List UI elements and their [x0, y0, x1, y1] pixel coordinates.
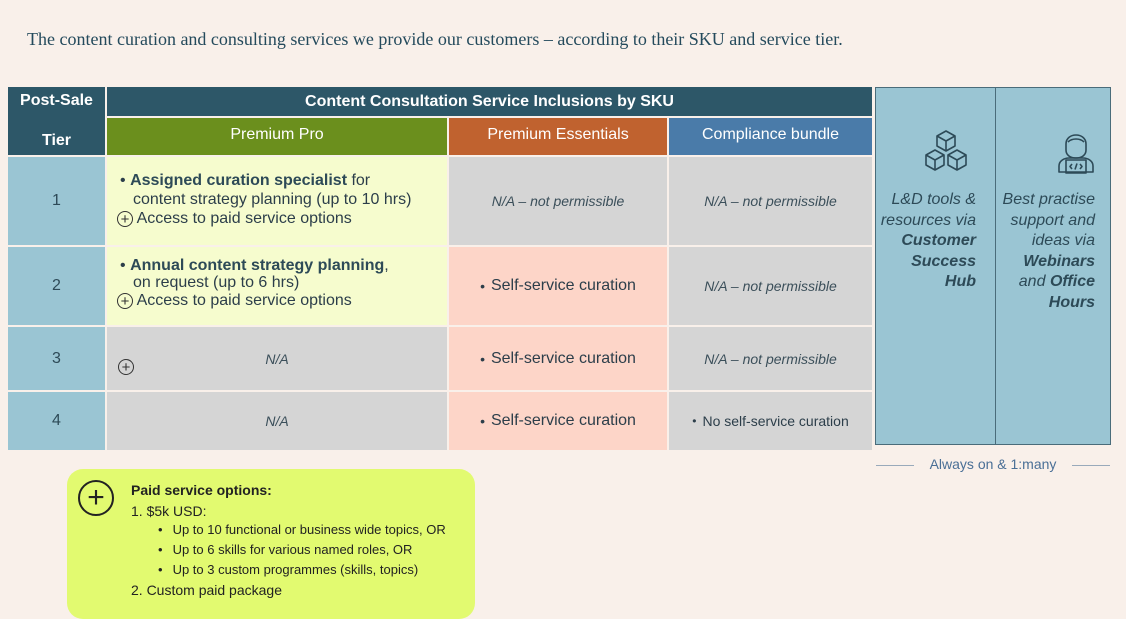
plus-circle-icon: +: [78, 480, 114, 516]
bullet: •: [480, 278, 485, 294]
intro-text: The content curation and consulting serv…: [27, 29, 843, 49]
row3-premium-essentials: • Self-service curation: [449, 327, 667, 390]
always-on-text: Always on & 1:many: [929, 456, 1057, 472]
side-right-bold2: Office Hours: [1048, 273, 1095, 311]
side-panel-webinars: Best practise support and ideas via Webi…: [995, 87, 1111, 445]
row2-pp-access-text: Access to paid service options: [136, 292, 352, 309]
list-item: Up to 10 functional or business wide top…: [158, 520, 446, 540]
row1-pp-bold: Assigned curation specialist: [130, 172, 348, 189]
row4-cb-text: No self-service curation: [702, 413, 849, 429]
row2-pp-access: + Access to paid service options: [117, 291, 445, 310]
bullet: •: [480, 413, 485, 429]
paid-options-item1: 1. $5k USD:: [131, 503, 207, 519]
tier-cell-4: 4: [8, 392, 105, 450]
plus-circle-icon: +: [118, 359, 134, 375]
side-left-text: L&D tools & resources via Customer Succe…: [878, 190, 976, 293]
row1-pp-access-text: Access to paid service options: [136, 210, 352, 227]
side-left-bold: Customer Success Hub: [901, 232, 976, 290]
row2-compliance: N/A – not permissible: [669, 247, 872, 325]
row3-pe-text: Self-service curation: [490, 349, 636, 367]
row2-pp-rest: ,: [384, 257, 389, 274]
row2-pp-bold: Annual content strategy planning: [130, 257, 385, 274]
tier-cell-1: 1: [8, 157, 105, 245]
bullet: •: [120, 172, 126, 189]
divider: [876, 465, 914, 466]
cubes-icon: [925, 130, 967, 171]
paid-options-sublist: Up to 10 functional or business wide top…: [158, 520, 446, 580]
sku-header-premium-essentials: Premium Essentials: [449, 118, 667, 155]
sku-header-compliance-bundle: Compliance bundle: [669, 118, 872, 155]
row1-premium-pro: • Assigned curation specialist for conte…: [107, 157, 447, 245]
row4-premium-essentials: • Self-service curation: [449, 392, 667, 450]
tier-cell-2: 2: [8, 247, 105, 325]
tier-cell-3: 3: [8, 327, 105, 390]
row3-compliance: N/A – not permissible: [669, 327, 872, 390]
sku-header-premium-pro: Premium Pro: [107, 118, 447, 155]
bullet: •: [120, 257, 126, 274]
plus-circle-icon: +: [117, 210, 133, 227]
row2-premium-essentials: • Self-service curation: [449, 247, 667, 325]
row1-pp-line1: • Assigned curation specialist for: [120, 171, 445, 190]
row4-premium-pro: N/A: [107, 392, 447, 450]
side-left-italic: L&D tools & resources via: [880, 191, 976, 229]
row2-premium-pro-text: • Annual content strategy planning, on r…: [117, 256, 445, 310]
row4-pe-text: Self-service curation: [490, 412, 636, 429]
row1-pp-rest: for: [347, 172, 371, 189]
side-right-mid: and: [1018, 273, 1046, 290]
row1-premium-pro-text: • Assigned curation specialist for conte…: [117, 171, 445, 228]
row3-premium-pro: + N/A: [107, 327, 447, 390]
bullet: •: [692, 414, 697, 428]
side-right-text: Best practise support and ideas via Webi…: [998, 190, 1095, 313]
row2-pe-text: Self-service curation: [490, 277, 636, 294]
row2-pp-line1: • Annual content strategy planning,: [120, 256, 445, 275]
row3-pp-text: N/A: [265, 350, 289, 367]
row1-pp-line2: content strategy planning (up to 10 hrs): [133, 191, 412, 208]
row2-pp-line2: on request (up to 6 hrs): [133, 274, 300, 291]
paid-options-item2: 2. Custom paid package: [131, 582, 282, 598]
row1-pp-access: + Access to paid service options: [117, 209, 445, 228]
side-right-italic: Best practise support and ideas via: [1002, 191, 1095, 249]
bullet: •: [480, 350, 485, 367]
paid-service-options: + Paid service options: 1. $5k USD: Up t…: [67, 469, 475, 619]
list-item: Up to 3 custom programmes (skills, topic…: [158, 560, 446, 580]
list-item: Up to 6 skills for various named roles, …: [158, 540, 446, 560]
side-right-bold1: Webinars: [1023, 252, 1095, 270]
row2-premium-pro: • Annual content strategy planning, on r…: [107, 247, 447, 325]
paid-options-title: Paid service options:: [131, 482, 272, 498]
plus-circle-icon: +: [117, 292, 133, 309]
developer-person-icon: [1058, 134, 1094, 174]
tier-header: Post-Sale Tier: [8, 87, 105, 155]
tier-header-line1: Post-Sale: [20, 92, 93, 109]
side-panel-ld-tools: L&D tools & resources via Customer Succe…: [875, 87, 996, 445]
main-header: Content Consultation Service Inclusions …: [107, 87, 872, 116]
row1-compliance: N/A – not permissible: [669, 157, 872, 245]
tier-header-line2: Tier: [41, 132, 72, 149]
always-on-label: Always on & 1:many: [876, 456, 1110, 472]
divider: [1072, 465, 1110, 466]
row1-premium-essentials: N/A – not permissible: [449, 157, 667, 245]
row4-compliance: • No self-service curation: [669, 392, 872, 450]
